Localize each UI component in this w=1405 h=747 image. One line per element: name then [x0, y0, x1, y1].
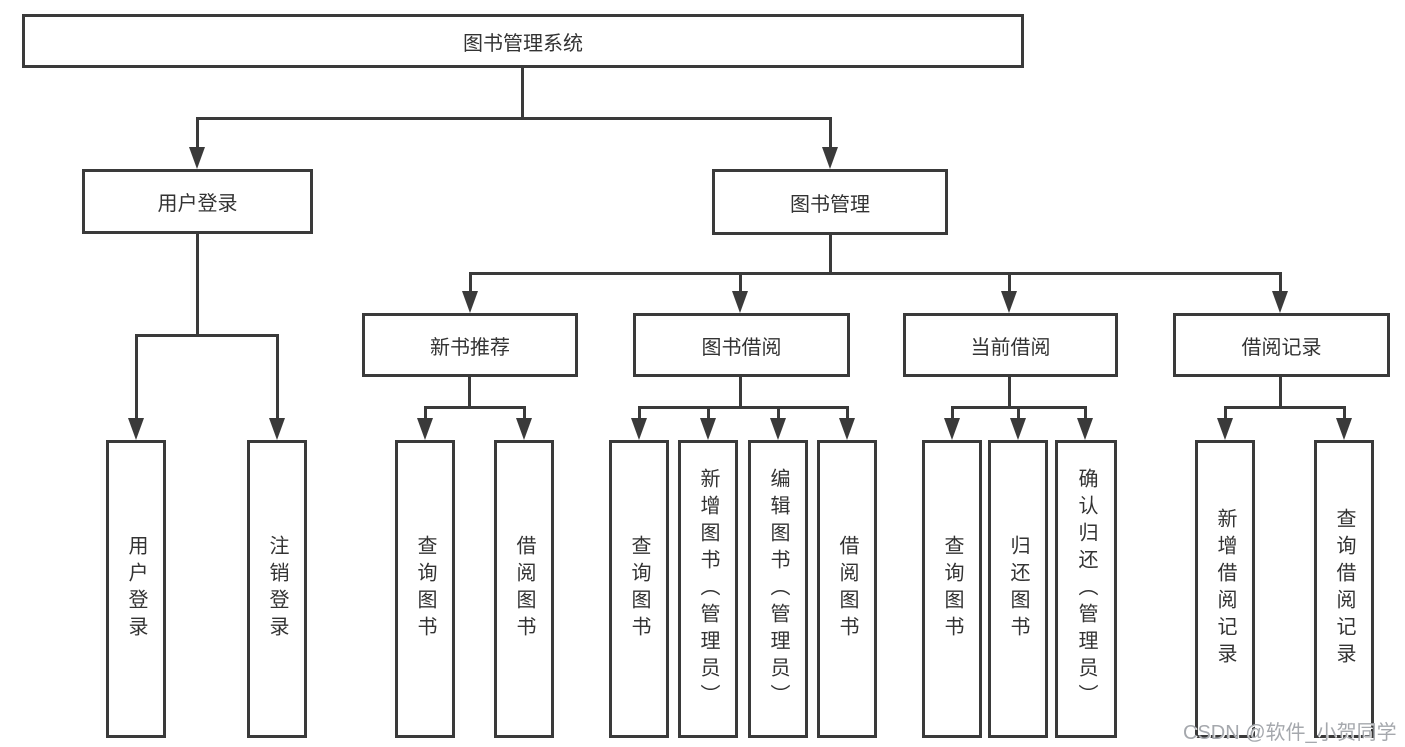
- arrow-down-icon: [944, 418, 960, 440]
- leaf-label: 归还图书: [1007, 535, 1029, 643]
- connector-vline: [523, 406, 526, 419]
- node-label: 当前借阅: [970, 336, 1051, 359]
- arrow-down-icon: [1010, 418, 1026, 440]
- connector-vline: [777, 406, 780, 419]
- csdn-watermark: CSDN @软件_小贺同学: [1183, 722, 1397, 744]
- node-book-management: 图书管理: [712, 169, 948, 235]
- connector-vline: [1084, 406, 1087, 419]
- leaf-label: 借阅图书: [836, 535, 858, 643]
- connector-vline: [739, 377, 742, 408]
- connector-vline: [469, 272, 472, 292]
- node-current-borrowing: 当前借阅: [903, 313, 1118, 377]
- arrow-down-icon: [462, 291, 478, 313]
- connector-hline: [135, 334, 279, 337]
- connector-vline: [829, 235, 832, 275]
- node-borrowing-records: 借阅记录: [1173, 313, 1390, 377]
- node-user-login: 用户登录: [82, 169, 313, 234]
- arrow-down-icon: [1077, 418, 1093, 440]
- leaf-label: 新增图书（管理员）: [697, 467, 719, 711]
- arrow-down-icon: [128, 418, 144, 440]
- node-label: 用户登录: [157, 193, 238, 215]
- connector-hline: [424, 406, 526, 409]
- node-label: 图书管理系统: [463, 32, 583, 55]
- connector-vline: [1279, 377, 1282, 408]
- arrow-down-icon: [269, 418, 285, 440]
- node-label: 新书推荐: [430, 336, 510, 359]
- leaf-user-login: 用户登录: [106, 440, 166, 738]
- connector-vline: [1017, 406, 1020, 419]
- leaf-add-borrow-record: 新增借阅记录: [1195, 440, 1255, 738]
- leaf-confirm-return-admin: 确认归还（管理员）: [1055, 440, 1117, 738]
- connector-vline: [196, 234, 199, 336]
- leaf-borrow-books-newbooks: 借阅图书: [494, 440, 554, 738]
- connector-vline: [1279, 272, 1282, 292]
- arrow-down-icon: [1272, 291, 1288, 313]
- connector-vline: [521, 68, 524, 118]
- leaf-label: 编辑图书（管理员）: [767, 467, 789, 711]
- leaf-add-books-admin: 新增图书（管理员）: [678, 440, 738, 738]
- connector-hline: [469, 272, 1282, 275]
- node-book-borrowing: 图书借阅: [633, 313, 850, 377]
- connector-vline: [1224, 406, 1227, 419]
- connector-vline: [1343, 406, 1346, 419]
- arrow-down-icon: [839, 418, 855, 440]
- connector-hline: [638, 406, 848, 409]
- connector-vline: [829, 117, 832, 148]
- leaf-label: 用户登录: [125, 535, 147, 643]
- arrow-down-icon: [631, 418, 647, 440]
- arrow-down-icon: [189, 147, 205, 169]
- leaf-return-books: 归还图书: [988, 440, 1048, 738]
- leaf-label: 确认归还（管理员）: [1075, 467, 1097, 711]
- leaf-logout: 注销登录: [247, 440, 307, 738]
- connector-vline: [468, 377, 471, 408]
- leaf-label: 注销登录: [266, 535, 288, 643]
- arrow-down-icon: [1217, 418, 1233, 440]
- node-new-book-recommend: 新书推荐: [362, 313, 578, 377]
- connector-vline: [707, 406, 710, 419]
- connector-hline: [1224, 406, 1345, 409]
- leaf-query-books-current: 查询图书: [922, 440, 982, 738]
- leaf-label: 查询借阅记录: [1333, 508, 1355, 670]
- leaf-label: 查询图书: [941, 535, 963, 643]
- arrow-down-icon: [1001, 291, 1017, 313]
- arrow-down-icon: [417, 418, 433, 440]
- connector-vline: [846, 406, 849, 419]
- connector-vline: [135, 334, 138, 419]
- connector-vline: [1008, 272, 1011, 292]
- node-label: 图书借阅: [701, 336, 782, 359]
- node-label: 图书管理: [790, 193, 870, 216]
- connector-vline: [1008, 377, 1011, 408]
- node-library-management-system: 图书管理系统: [22, 14, 1024, 68]
- arrow-down-icon: [516, 418, 532, 440]
- leaf-query-books-borrow: 查询图书: [609, 440, 669, 738]
- arrow-down-icon: [1336, 418, 1352, 440]
- connector-vline: [424, 406, 427, 419]
- connector-vline: [739, 272, 742, 292]
- leaf-query-borrow-record: 查询借阅记录: [1314, 440, 1374, 738]
- arrow-down-icon: [732, 291, 748, 313]
- connector-vline: [638, 406, 641, 419]
- leaf-query-books-newbooks: 查询图书: [395, 440, 455, 738]
- leaf-label: 查询图书: [628, 535, 650, 643]
- connector-vline: [951, 406, 954, 419]
- leaf-label: 查询图书: [414, 535, 436, 643]
- leaf-borrow-books: 借阅图书: [817, 440, 877, 738]
- leaf-label: 新增借阅记录: [1214, 508, 1236, 670]
- arrow-down-icon: [700, 418, 716, 440]
- connector-hline: [197, 117, 831, 120]
- connector-vline: [196, 117, 199, 148]
- node-label: 借阅记录: [1241, 336, 1322, 359]
- arrow-down-icon: [770, 418, 786, 440]
- leaf-label: 借阅图书: [513, 535, 535, 643]
- leaf-edit-books-admin: 编辑图书（管理员）: [748, 440, 808, 738]
- connector-vline: [276, 334, 279, 419]
- arrow-down-icon: [822, 147, 838, 169]
